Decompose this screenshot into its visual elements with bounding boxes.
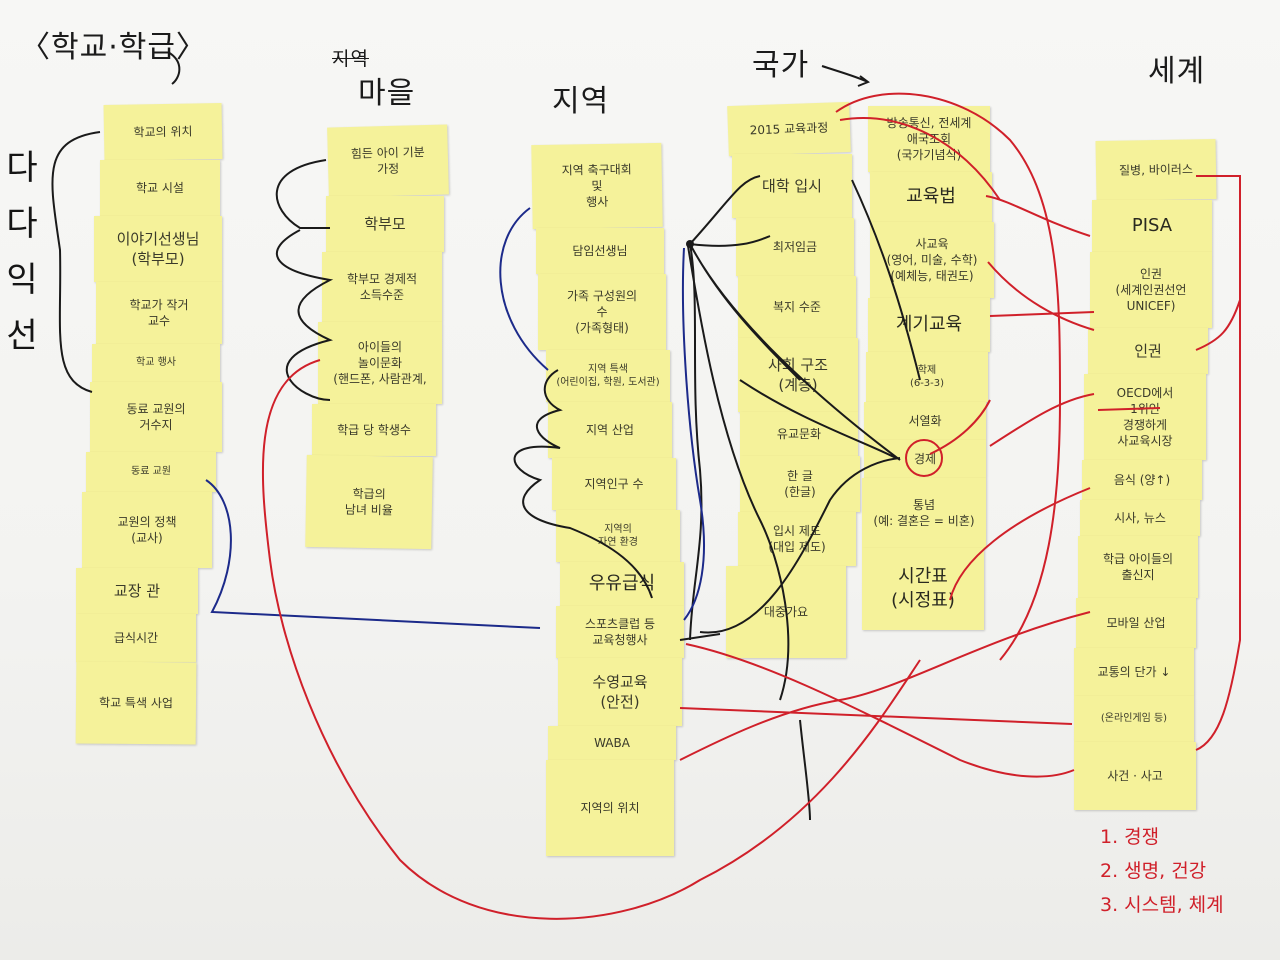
sticky-note: 교원의 정책 (교사) (82, 492, 212, 568)
sticky-note: 우유급식 (560, 562, 684, 606)
sticky-note: 사건 · 사고 (1074, 742, 1196, 810)
heading-village: 마을 (358, 76, 416, 111)
sticky-note: 학교의 위치 (103, 102, 223, 162)
sticky-note: 사교육 (영어, 미술, 수학) (예체능, 태권도) (870, 222, 994, 298)
junction-dot (686, 240, 694, 248)
column-village: 힘든 아이 기분 가정 학부모 학부모 경제적 소득수준 아이들의 놀이문화 (… (304, 124, 449, 550)
sticky-note: 지역 특색 (어린이집, 학원, 도서관) (546, 350, 670, 402)
sticky-note: 경제 (864, 440, 986, 478)
side-vertical-label: 다 다 익 선 (4, 140, 40, 364)
legend-item: 1. 경쟁 (1100, 826, 1160, 848)
sticky-note: 인권 (세계인권선언 UNICEF) (1090, 252, 1212, 328)
blue-line-nation (681, 247, 705, 621)
sticky-note: 지역의 위치 (546, 760, 674, 856)
sticky-note: 유교문화 (740, 412, 858, 456)
sticky-note: 학부모 경제적 소득수준 (322, 252, 442, 322)
sticky-note: 학급 아이들의 출신지 (1078, 536, 1198, 598)
sticky-note: 2015 교육과정 (727, 101, 851, 157)
legend-item: 2. 생명, 건강 (1100, 860, 1207, 882)
heading-world: 세계 (1148, 54, 1206, 89)
side-vertical-char: 익 (6, 260, 38, 300)
sticky-note: 아이들의 놀이문화 (핸드폰, 사람관계, (318, 322, 442, 404)
sticky-note: 지역인구 수 (552, 458, 676, 510)
heading-village-crossed: 지역 (332, 48, 369, 70)
sticky-note: 교장 관 (76, 568, 198, 614)
sticky-note: 학교 특색 사업 (75, 661, 197, 745)
sticky-note: 통념 (예: 결혼은 = 비혼) (862, 478, 986, 548)
column-world: 질병, 바이러스 PISA 인권 (세계인권선언 UNICEF) 인권 OECD… (1074, 138, 1217, 810)
column-school: 학교의 위치 학교 시설 이야기선생님 (학부모) 학교가 작거 교수 학교 행… (75, 102, 223, 745)
heading-nation: 국가 (752, 48, 810, 83)
sticky-note: 입시 제도 (대입 제도) (738, 512, 856, 566)
sticky-note: 교통의 단가 ↓ (1074, 648, 1194, 696)
column-nation-a: 2015 교육과정 대학 입시 최저임금 복지 수준 사회 구조 (계층) 유교… (724, 101, 860, 658)
sticky-note: 스포츠클럽 등 교육청행사 (556, 606, 684, 658)
sticky-note: 서열화 (864, 402, 986, 440)
sticky-note: 지역 축구대회 및 행사 (531, 142, 663, 230)
heading-school: 〈학교·학급〉 (20, 30, 207, 65)
column-nation-b: 방송통신, 전세계 애국조회 (국가기념식) 교육법 사교육 (영어, 미술, … (862, 106, 994, 630)
heading-region: 지역 (552, 84, 610, 119)
sticky-note: 인권 (1088, 328, 1208, 374)
sticky-note: 대중가요 (726, 566, 846, 658)
sticky-note: 학급 당 학생수 (312, 404, 436, 456)
legend-item: 3. 시스템, 체계 (1100, 894, 1224, 916)
sticky-note: 이야기선생님 (학부모) (94, 216, 222, 282)
sticky-note: 가족 구성원의 수 (가족형태) (538, 274, 666, 350)
sticky-note: 사회 구조 (계층) (738, 338, 858, 412)
sticky-note: 모바일 산업 (1076, 598, 1196, 648)
sticky-note: 학교가 작거 교수 (96, 282, 222, 344)
sticky-note: OECD에서 1위인 경쟁하게 사교육시장 (1084, 374, 1206, 460)
side-vertical-char: 선 (6, 316, 38, 356)
sticky-note: 학교 시설 (100, 160, 220, 216)
sticky-note: 방송통신, 전세계 애국조회 (국가기념식) (868, 106, 990, 172)
sticky-note: 한 글 (한글) (740, 456, 860, 512)
red-world-region-2 (679, 707, 1073, 725)
sticky-note: 담임선생님 (536, 228, 664, 274)
sticky-note: 복지 수준 (738, 276, 856, 338)
sticky-note: 최저임금 (736, 218, 854, 276)
sticky-note: 학부모 (326, 196, 444, 252)
red-world-region-3 (685, 643, 1075, 778)
sticky-note: 동료 교원 (86, 452, 216, 492)
sticky-note: PISA (1092, 200, 1212, 252)
sticky-note: 시간표 (시정표) (862, 548, 984, 630)
sticky-note: 힘든 아이 기분 가정 (327, 124, 449, 198)
sticky-note: WABA (548, 726, 676, 760)
sticky-note: 동료 교원의 거수지 (90, 382, 222, 452)
sticky-note: 대학 입시 (732, 154, 852, 218)
sticky-note: 급식시간 (76, 614, 196, 662)
sticky-note: 질병, 바이러스 (1095, 138, 1217, 202)
side-vertical-char: 다 (6, 148, 38, 188)
sticky-note: (온라인게임 등) (1074, 696, 1194, 742)
column-region: 지역 축구대회 및 행사 담임선생님 가족 구성원의 수 (가족형태) 지역 특… (530, 142, 684, 856)
sticky-note: 교육법 (870, 172, 992, 222)
sticky-note: 학교 행사 (92, 344, 220, 382)
sticky-note: 시사, 뉴스 (1080, 500, 1200, 536)
sticky-note: 수영교육 (안전) (558, 658, 682, 726)
sticky-note: 음식 (양↑) (1082, 460, 1202, 500)
red-legend: 1. 경쟁 2. 생명, 건강 3. 시스템, 체계 (1100, 820, 1224, 922)
sticky-note: 학제 (6-3-3) (866, 352, 988, 402)
sticky-note: 지역 산업 (548, 402, 672, 458)
sticky-note: 계기교육 (868, 298, 990, 352)
sticky-note: 학급의 남녀 비율 (305, 454, 433, 550)
arrow-heading-nation (821, 65, 871, 87)
sticky-note: 지역의 자연 환경 (556, 510, 680, 562)
side-vertical-char: 다 (6, 204, 38, 244)
